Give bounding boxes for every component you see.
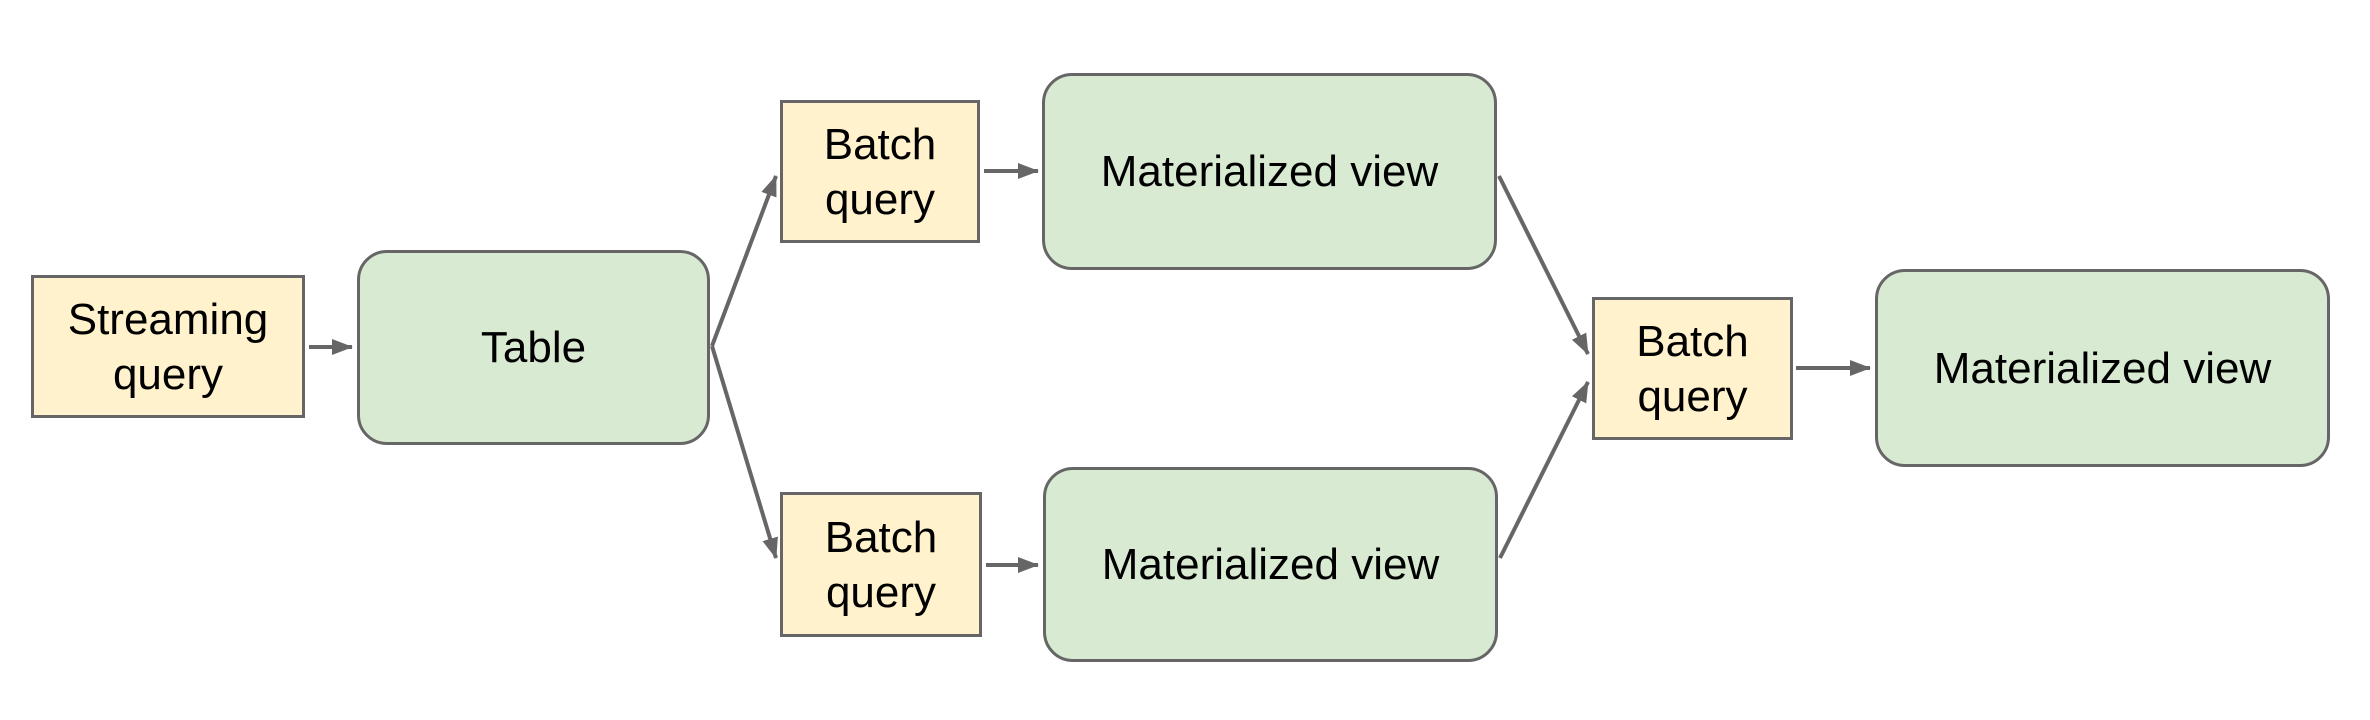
node-materialized-view-bottom-label: Materialized view xyxy=(1101,540,1440,589)
node-batch-query-bottom-label: Batch query xyxy=(824,512,938,617)
node-table-label: Table xyxy=(480,323,587,372)
node-materialized-view-right-label: Materialized view xyxy=(1933,343,2272,393)
edge-mv-bottom-to-batch-query-right xyxy=(1498,381,1590,559)
edge-table-to-batch-query-top xyxy=(710,175,778,347)
node-batch-query-top: Batch query xyxy=(780,100,980,243)
node-materialized-view-top-label: Materialized view xyxy=(1100,147,1439,196)
edge-table-to-batch-query-bottom xyxy=(710,345,778,559)
node-materialized-view-top: Materialized view xyxy=(1042,73,1497,270)
node-batch-query-right-label: Batch query xyxy=(1636,316,1749,421)
node-batch-query-bottom: Batch query xyxy=(780,492,982,637)
edge-mv-top-to-batch-query-right xyxy=(1497,175,1590,355)
node-streaming-query: Streaming query xyxy=(31,275,305,418)
node-materialized-view-right: Materialized view xyxy=(1875,269,2330,467)
node-table: Table xyxy=(357,250,710,445)
node-streaming-query-label: Streaming query xyxy=(67,294,269,399)
node-batch-query-top-label: Batch query xyxy=(823,119,937,224)
node-batch-query-right: Batch query xyxy=(1592,297,1793,440)
node-materialized-view-bottom: Materialized view xyxy=(1043,467,1498,662)
